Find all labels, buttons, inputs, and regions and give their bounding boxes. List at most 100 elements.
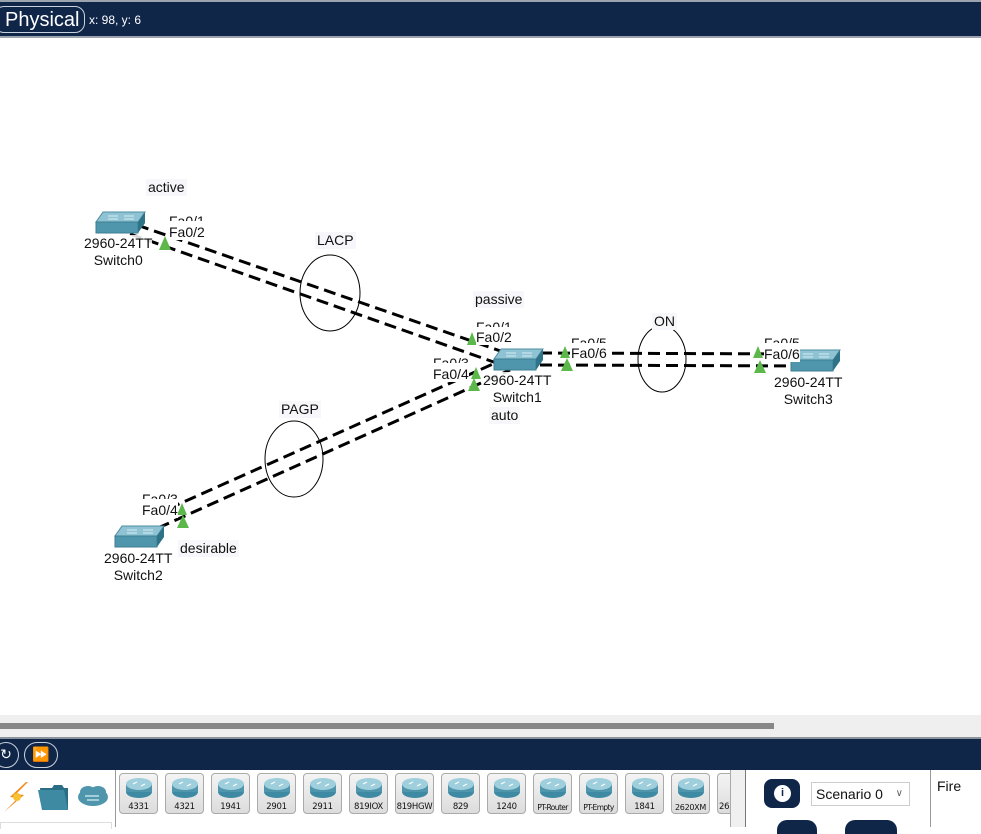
link-sw2-sw1-a[interactable] — [151, 358, 503, 518]
switch1-model: 2960-24TT — [483, 372, 552, 388]
note-lacp[interactable]: LACP — [315, 232, 356, 249]
switch2-label[interactable]: 2960-24TT Switch2 — [104, 550, 173, 584]
simulation-panel: i Scenario 0 ∨ — [746, 770, 930, 834]
router-icon — [632, 778, 658, 798]
device-name: 2620XM — [675, 803, 706, 812]
workspace-canvas[interactable]: active LACP passive ON PAGP auto desirab… — [0, 38, 981, 715]
top-toolbar: Physical x: 98, y: 6 — [0, 0, 981, 38]
new-scenario-button[interactable] — [777, 820, 817, 834]
port-label: Fa0/2 — [169, 224, 205, 240]
device-2620xm[interactable]: 2620XM — [671, 773, 710, 814]
device-list-scrollbar[interactable] — [730, 770, 746, 827]
switch0-icon[interactable] — [95, 211, 146, 234]
link-sw0-sw1-b[interactable] — [129, 232, 506, 368]
chevron-down-icon: ∨ — [895, 788, 903, 799]
physical-mode-label: Physical — [5, 9, 80, 31]
device-name: 4321 — [174, 802, 195, 812]
device-name: 829 — [452, 802, 469, 812]
port-indicator-icon — [177, 515, 189, 528]
on-bundle-ellipse[interactable] — [637, 325, 687, 393]
port-indicator-icon — [468, 378, 480, 391]
device-4331[interactable]: 4331 — [119, 773, 158, 814]
device-name: 819HGW — [396, 802, 433, 812]
router-icon — [586, 778, 612, 798]
subcategory-box — [0, 822, 112, 829]
folder-icon[interactable] — [38, 785, 68, 810]
scenario-info-button[interactable]: i — [764, 779, 800, 808]
device-2911[interactable]: 2911 — [303, 773, 342, 814]
port-label: Fa0/6 — [764, 346, 800, 362]
device-pt-router[interactable]: PT-Router — [533, 773, 572, 814]
scrollbar-thumb[interactable] — [0, 723, 774, 729]
device-palette: 4331 4321 1941 2901 2911 819IOX 819HGW 8… — [0, 770, 981, 834]
note-auto[interactable]: auto — [489, 407, 521, 424]
device-1941[interactable]: 1941 — [211, 773, 250, 814]
device-4321[interactable]: 4321 — [165, 773, 204, 814]
pagp-bundle-ellipse[interactable] — [264, 420, 324, 498]
router-icon — [448, 778, 474, 798]
port-label: Fa0/3 — [142, 491, 178, 499]
topology-links — [95, 211, 841, 548]
device-name: 26 — [719, 802, 730, 812]
device-name: 1841 — [634, 802, 655, 812]
device-829[interactable]: 829 — [441, 773, 480, 814]
port-label: Fa0/4 — [433, 366, 469, 382]
scenario-select[interactable]: Scenario 0 ∨ — [811, 782, 910, 806]
port-indicator-icon — [754, 360, 766, 373]
device-name: 2911 — [312, 802, 333, 812]
lacp-bundle-ellipse[interactable] — [299, 254, 361, 332]
router-icon — [678, 778, 704, 798]
note-desirable[interactable]: desirable — [178, 540, 239, 557]
info-icon: i — [774, 785, 791, 802]
note-on[interactable]: ON — [652, 313, 677, 330]
device-name: 4331 — [128, 802, 149, 812]
note-passive[interactable]: passive — [473, 291, 525, 308]
link-sw2-sw1-b[interactable] — [157, 368, 511, 530]
reset-icon: ↻ — [0, 746, 12, 762]
note-active[interactable]: active — [146, 179, 187, 196]
device-2901[interactable]: 2901 — [257, 773, 296, 814]
device-list: 4331 4321 1941 2901 2911 819IOX 819HGW 8… — [116, 770, 730, 827]
device-819hgw[interactable]: 819HGW — [395, 773, 434, 814]
switch3-name: Switch3 — [783, 391, 833, 407]
device-name: 1240 — [496, 802, 517, 812]
horizontal-scrollbar[interactable] — [0, 715, 981, 737]
cloud-icon[interactable] — [78, 786, 108, 806]
reset-button[interactable]: ↻ — [0, 742, 19, 768]
switch1-label[interactable]: 2960-24TT Switch1 — [483, 372, 552, 406]
device-1240[interactable]: 1240 — [487, 773, 526, 814]
device-category-panel — [0, 770, 116, 829]
physical-mode-button[interactable]: Physical — [0, 6, 86, 33]
switch3-model: 2960-24TT — [774, 374, 843, 390]
pdu-list-panel: Fire — [930, 770, 981, 827]
router-icon — [402, 778, 428, 798]
link-sw1-sw3-b[interactable] — [539, 363, 811, 368]
port-indicator-icon — [753, 346, 763, 358]
device-1841[interactable]: 1841 — [625, 773, 664, 814]
connections-lightning-icon[interactable] — [4, 782, 28, 812]
switch1-icon[interactable] — [493, 348, 544, 371]
scenario-value: Scenario 0 — [816, 786, 883, 802]
port-indicator-icon — [560, 346, 570, 358]
device-name: 2901 — [266, 802, 287, 812]
switch3-label[interactable]: 2960-24TT Switch3 — [774, 374, 843, 408]
note-pagp[interactable]: PAGP — [279, 401, 321, 418]
delete-scenario-button[interactable] — [845, 820, 897, 834]
device-name: PT-Router — [537, 803, 568, 812]
device-pt-empty[interactable]: PT-Empty — [579, 773, 618, 814]
router-icon — [264, 778, 290, 798]
port-indicator-icon — [177, 503, 187, 515]
device-26xx-partial[interactable]: 26 — [717, 773, 730, 814]
port-label: Fa0/4 — [142, 502, 178, 518]
device-819iox[interactable]: 819IOX — [349, 773, 388, 814]
port-label: Fa0/3 — [433, 355, 469, 363]
switch2-icon[interactable] — [114, 525, 165, 548]
port-label: Fa0/6 — [571, 345, 607, 361]
time-control-bar: ↻ ⏩ — [0, 737, 981, 770]
router-icon — [494, 778, 520, 798]
link-sw0-sw1-a[interactable] — [136, 223, 513, 357]
switch3-icon[interactable] — [790, 349, 841, 372]
fast-forward-button[interactable]: ⏩ — [24, 742, 58, 768]
switch0-label[interactable]: 2960-24TT Switch0 — [84, 235, 153, 269]
port-indicator-icon — [471, 367, 481, 379]
